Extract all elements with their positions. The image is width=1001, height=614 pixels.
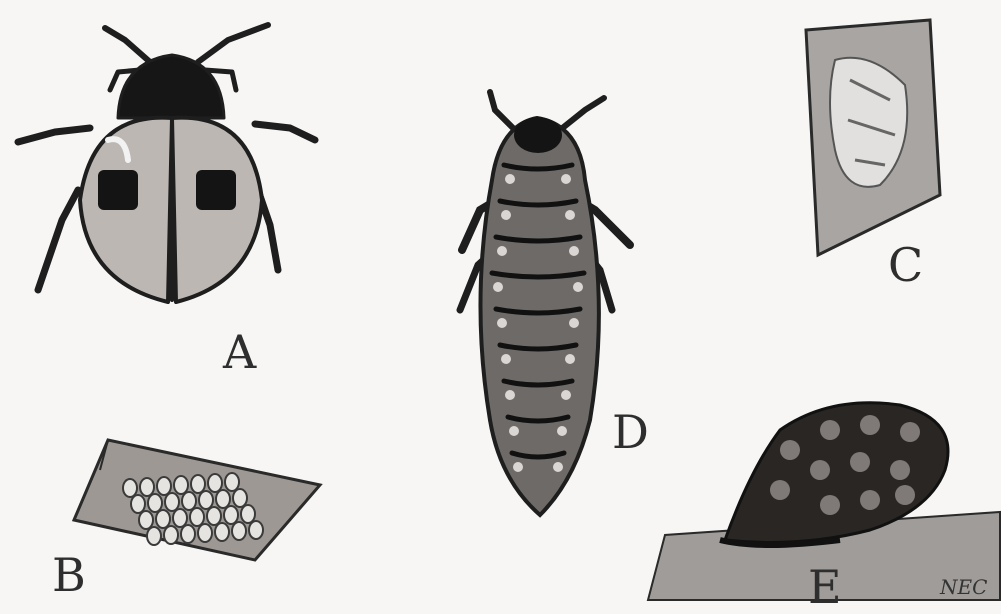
label-a: A [223,325,257,379]
label-b: B [52,548,87,602]
label-d: D [612,405,650,459]
label-c: C [888,238,924,292]
pupal-case-on-bark-icon [806,20,940,255]
artist-signature: NEC [940,575,987,599]
egg-cluster-on-leaf-icon [74,440,320,560]
ladybird-larva-icon [460,92,630,515]
adult-ladybird-icon [18,25,315,302]
